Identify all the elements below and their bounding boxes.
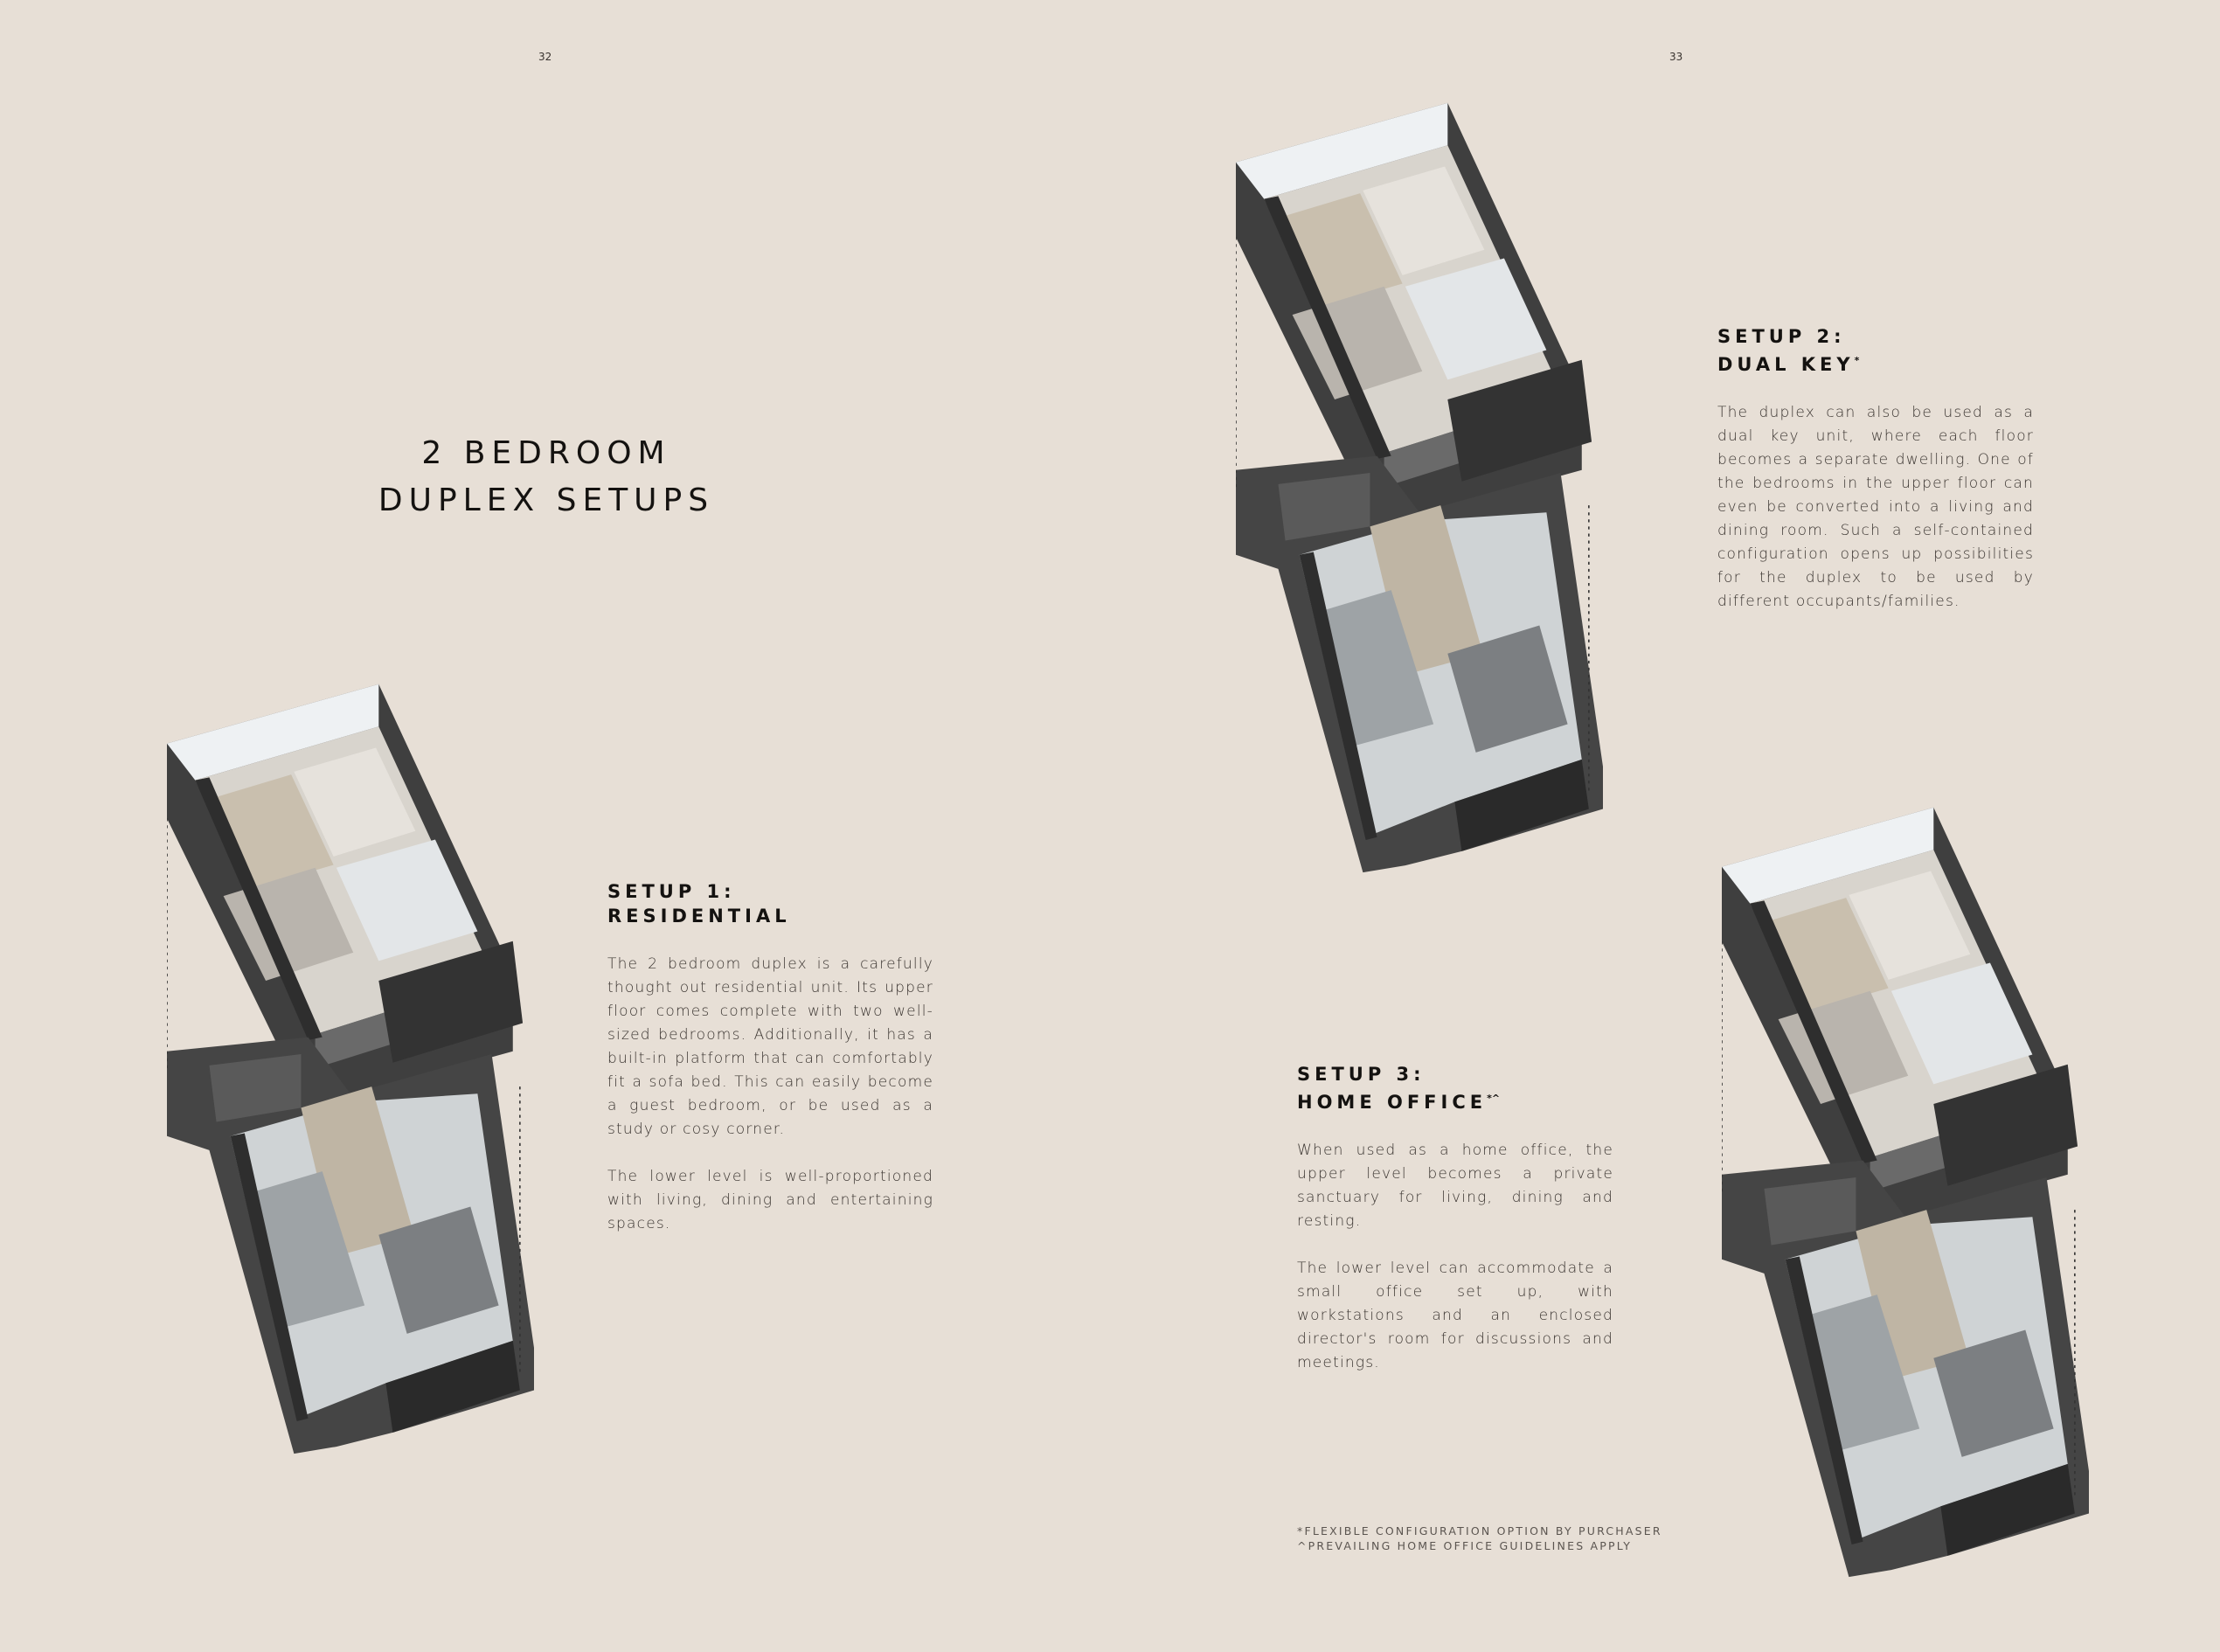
setup-3-heading: SETUP 3:HOME OFFICE*^ xyxy=(1297,1064,1501,1113)
setup-1-heading: SETUP 1:RESIDENTIAL xyxy=(607,881,791,927)
setup-2-paragraph-1: The duplex can also be used as a dual ke… xyxy=(1717,404,2034,610)
setup-1-paragraph-2: The lower level is well-proportioned wit… xyxy=(607,1168,933,1232)
setup-3-floorplan-illustration xyxy=(1722,807,2089,1578)
setup-1-paragraph-1: The 2 bedroom duplex is a carefully thou… xyxy=(607,955,933,1138)
setup-2-heading: SETUP 2:DUAL KEY* xyxy=(1717,326,1860,375)
footnote-home-office: ^PREVAILING HOME OFFICE GUIDELINES APPLY xyxy=(1297,1539,1633,1552)
setup-3-paragraph-1: When used as a home office, the upper le… xyxy=(1297,1142,1613,1230)
setup-3-section: SETUP 3:HOME OFFICE*^ When used as a hom… xyxy=(1297,1062,1613,1375)
footnotes: *FLEXIBLE CONFIGURATION OPTION BY PURCHA… xyxy=(1297,1524,1662,1553)
page-number-left: 32 xyxy=(538,51,552,63)
setup-3-paragraph-2: The lower level can accommodate a small … xyxy=(1297,1260,1613,1371)
title-line-1: 2 BEDROOM xyxy=(421,435,671,471)
setup-1-floorplan-illustration xyxy=(167,684,534,1454)
page-title: 2 BEDROOM DUPLEX SETUPS xyxy=(284,430,808,524)
setup-2-section: SETUP 2:DUAL KEY* The duplex can also be… xyxy=(1717,324,2034,614)
title-line-2: DUPLEX SETUPS xyxy=(378,482,715,518)
setup-1-section: SETUP 1:RESIDENTIAL The 2 bedroom duplex… xyxy=(607,879,933,1236)
page-number-right: 33 xyxy=(1669,51,1683,63)
footnote-flexible: *FLEXIBLE CONFIGURATION OPTION BY PURCHA… xyxy=(1297,1524,1662,1537)
setup-2-floorplan-illustration xyxy=(1236,102,1603,873)
